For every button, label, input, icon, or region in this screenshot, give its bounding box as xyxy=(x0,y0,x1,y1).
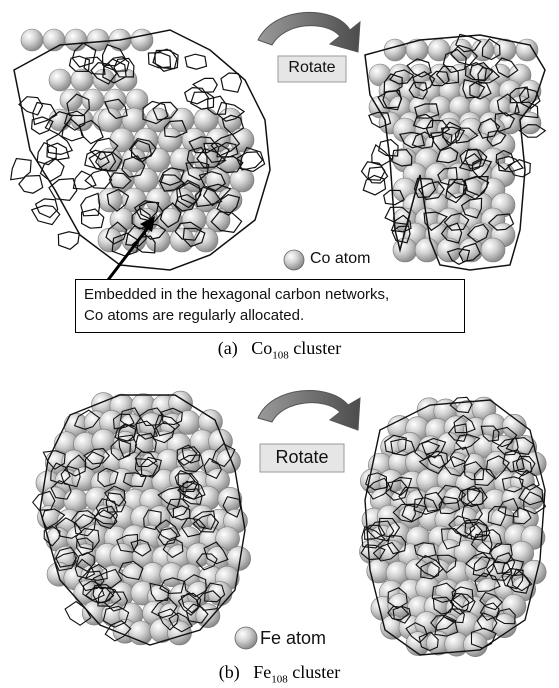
co-cluster-right xyxy=(362,35,546,271)
fe-cluster-left xyxy=(33,391,251,645)
fe-atom-legend-label: Fe atom xyxy=(260,628,326,649)
caption-a-element: Co xyxy=(251,338,272,358)
caption-b-prefix: (b) xyxy=(219,662,240,682)
atom xyxy=(437,238,461,262)
caption-b-suffix: cluster xyxy=(292,662,340,682)
caption-b-element: Fe xyxy=(253,662,271,682)
caption-b-subscript: 108 xyxy=(271,674,288,686)
annotation-line-1: Embedded in the hexagonal carbon network… xyxy=(84,284,456,305)
rotate-label-a: Rotate xyxy=(278,59,346,77)
atom xyxy=(110,468,134,492)
caption-a-suffix: cluster xyxy=(293,338,341,358)
atom xyxy=(481,238,505,262)
atom xyxy=(393,238,417,262)
carbon-hexagon xyxy=(193,78,217,92)
atom xyxy=(126,89,148,111)
atom xyxy=(65,29,87,51)
atom xyxy=(415,238,439,262)
fe-atoms-right xyxy=(359,397,546,657)
caption-b: (b) Fe108 cluster xyxy=(0,662,559,686)
atom xyxy=(450,39,472,61)
fe-atom-legend-icon xyxy=(235,627,257,649)
caption-a-prefix: (a) xyxy=(218,338,238,358)
carbon-hexagon xyxy=(49,179,77,201)
atom xyxy=(21,29,43,51)
rotate-label-b: Rotate xyxy=(260,447,344,468)
annotation-line-2: Co atoms are regularly allocated. xyxy=(84,305,456,326)
atom xyxy=(49,69,71,91)
carbon-hexagon xyxy=(185,88,209,104)
carbon-hexagon xyxy=(185,54,206,69)
carbon-hexagon xyxy=(85,169,111,188)
atom xyxy=(82,89,104,111)
atom xyxy=(384,39,406,61)
co-atom-legend-label: Co atom xyxy=(310,250,370,268)
carbon-hexagon xyxy=(47,143,69,160)
atom xyxy=(196,604,220,628)
carbon-hexagon xyxy=(32,117,53,134)
annotation-box: Embedded in the hexagonal carbon network… xyxy=(75,279,465,333)
co-atom-legend-icon xyxy=(284,250,304,270)
atom xyxy=(146,228,170,252)
carbon-hexagon xyxy=(191,92,214,109)
caption-a: (a) Co108 cluster xyxy=(0,338,559,362)
carbon-hexagon xyxy=(221,73,242,92)
atom xyxy=(131,29,153,51)
atom xyxy=(194,228,218,252)
carbon-hexagon xyxy=(58,232,79,250)
caption-a-subscript: 108 xyxy=(272,350,289,362)
carbon-hexagon xyxy=(82,209,104,228)
carbon-hexagon xyxy=(81,193,100,216)
atom xyxy=(428,39,450,61)
co-cluster-left xyxy=(11,29,270,270)
fe-cluster-right xyxy=(359,397,546,657)
atom xyxy=(463,633,487,657)
